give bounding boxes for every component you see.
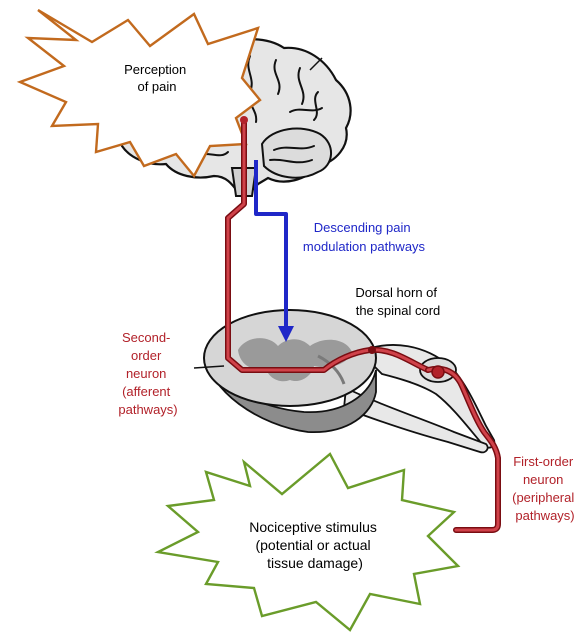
first-order-label: First-order neuron (peripheral pathways)	[512, 454, 578, 523]
second-order-line-5: pathways)	[118, 402, 177, 417]
second-order-line-2: order	[131, 348, 162, 363]
spinal-cord-section	[194, 310, 494, 452]
dorsal-horn-line-1: Dorsal horn of	[355, 285, 437, 300]
first-order-line-1: First-order	[513, 454, 574, 469]
first-order-line-4: pathways)	[515, 508, 574, 523]
first-order-cell-body	[432, 366, 444, 378]
stimulus-line-2: (potential or actual	[255, 537, 370, 553]
descending-path	[256, 160, 286, 328]
stimulus-label: Nociceptive stimulus (potential or actua…	[249, 519, 381, 571]
perception-line-1: Perception	[124, 62, 186, 77]
second-order-line-3: neuron	[126, 366, 166, 381]
dorsal-horn-label: Dorsal horn of the spinal cord	[355, 285, 440, 318]
dorsal-horn-line-2: the spinal cord	[356, 303, 441, 318]
stimulus-line-3: tissue damage)	[267, 555, 363, 571]
descending-line-1: Descending pain	[314, 220, 411, 235]
descending-label: Descending pain modulation pathways	[303, 220, 426, 254]
first-order-line-2: neuron	[523, 472, 563, 487]
second-order-label: Second- order neuron (afferent pathways)	[118, 330, 177, 417]
first-order-line-3: (peripheral	[512, 490, 574, 505]
second-order-line-1: Second-	[122, 330, 170, 345]
thalamus-node	[240, 116, 248, 124]
descending-line-2: modulation pathways	[303, 239, 426, 254]
perception-line-2: of pain	[137, 79, 176, 94]
second-order-line-4: (afferent	[122, 384, 171, 399]
synapse-node	[368, 346, 376, 354]
cerebellum	[262, 129, 331, 178]
stimulus-line-1: Nociceptive stimulus	[249, 519, 377, 535]
